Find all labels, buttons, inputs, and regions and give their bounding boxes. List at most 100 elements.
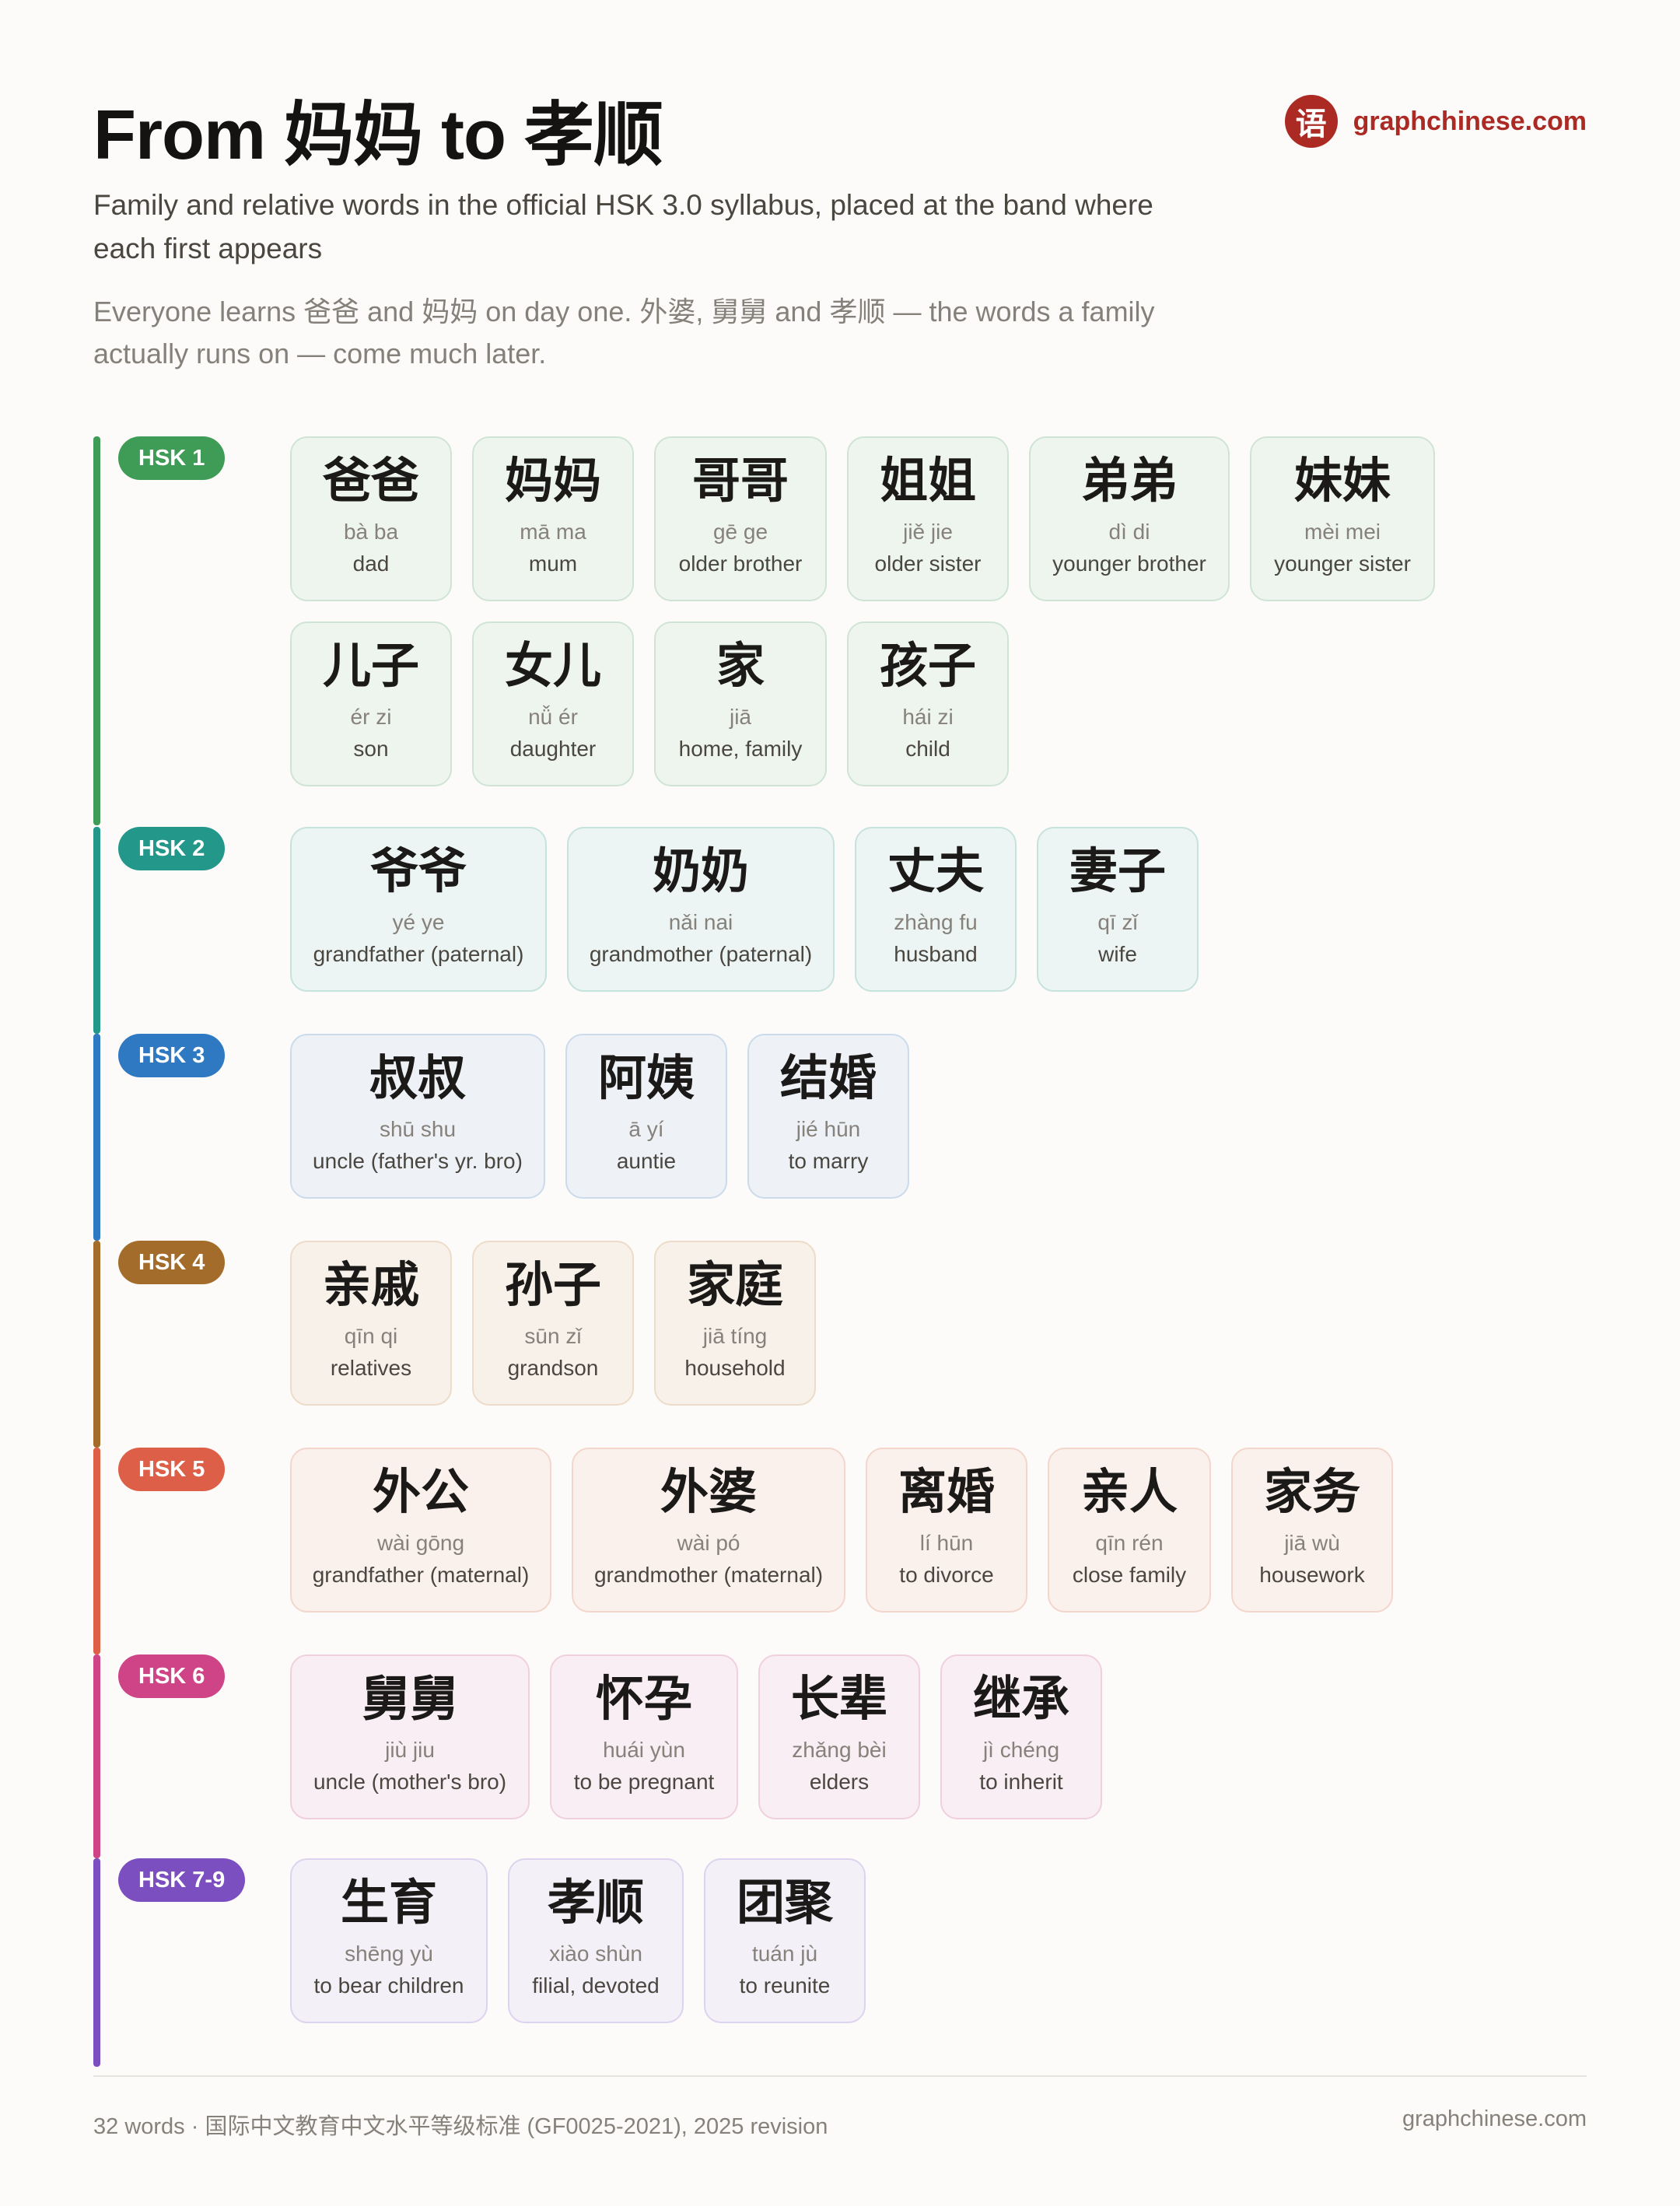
word-meaning: daughter [509, 737, 597, 761]
band-timeline-bar [93, 1034, 100, 1241]
word-meaning: to inherit [979, 1770, 1063, 1794]
word-meaning: grandmother (paternal) [589, 942, 813, 966]
word-meaning: wife [1098, 942, 1137, 966]
word-pinyin: jié hūn [796, 1117, 861, 1141]
band-badge: HSK 6 [118, 1654, 226, 1698]
footer-divider [93, 2075, 1587, 2077]
word-meaning: uncle (mother's bro) [313, 1770, 507, 1794]
word-hanzi: 团聚 [736, 1876, 833, 1930]
word-meaning: mum [528, 552, 578, 576]
word-meaning: child [905, 737, 950, 761]
word-meaning: younger brother [1052, 552, 1206, 576]
word-meaning: dad [352, 552, 390, 576]
word-hanzi: 家务 [1263, 1465, 1360, 1519]
band-badge: HSK 7-9 [118, 1858, 246, 1902]
word-pinyin: qīn rén [1095, 1531, 1164, 1555]
word-card[interactable]: 爷爷 yé ye grandfather (paternal) [290, 827, 547, 992]
footer-site[interactable]: graphchinese.com [1402, 2106, 1587, 2131]
word-card[interactable]: 亲人 qīn rén close family [1048, 1448, 1211, 1612]
word-meaning: home, family [678, 737, 803, 761]
word-hanzi: 生育 [340, 1876, 437, 1930]
word-pinyin: shū shu [379, 1117, 457, 1141]
band-badge: HSK 4 [118, 1241, 226, 1284]
word-hanzi: 丈夫 [887, 845, 984, 898]
word-pinyin: jiā tíng [702, 1324, 768, 1348]
word-pinyin: yé ye [392, 910, 445, 934]
word-meaning: younger sister [1274, 552, 1411, 576]
word-pinyin: zhǎng bèi [792, 1738, 887, 1762]
word-hanzi: 外公 [372, 1465, 469, 1519]
footer-source: 32 words · 国际中文教育中文水平等级标准 (GF0025-2021),… [93, 2114, 828, 2139]
word-meaning: grandson [507, 1356, 599, 1380]
word-pinyin: gē ge [712, 520, 768, 544]
word-hanzi: 爷爷 [369, 845, 467, 898]
word-meaning: housework [1259, 1563, 1365, 1587]
band-badge: HSK 1 [118, 436, 226, 480]
word-pinyin: wài pó [677, 1531, 740, 1555]
word-meaning: close family [1072, 1563, 1187, 1587]
word-pinyin: lí hūn [919, 1531, 974, 1555]
word-hanzi: 叔叔 [369, 1052, 466, 1105]
word-meaning: grandmother (maternal) [593, 1563, 824, 1587]
word-hanzi: 继承 [972, 1672, 1069, 1726]
word-card[interactable]: 家务 jiā wù housework [1231, 1448, 1393, 1612]
word-hanzi: 妻子 [1069, 845, 1166, 898]
word-hanzi: 孙子 [504, 1259, 601, 1312]
word-pinyin: mèi mei [1304, 520, 1381, 544]
word-meaning: older sister [874, 552, 982, 576]
word-meaning: grandfather (paternal) [313, 942, 524, 966]
word-hanzi: 亲人 [1080, 1465, 1178, 1519]
band-timeline-bar [93, 1241, 100, 1448]
word-pinyin: jiā [729, 705, 751, 729]
word-pinyin: ā yí [628, 1117, 664, 1141]
word-hanzi: 离婚 [898, 1465, 995, 1519]
band-badge: HSK 2 [118, 827, 226, 870]
brand-name[interactable]: graphchinese.com [1353, 106, 1587, 136]
word-meaning: to marry [788, 1149, 869, 1173]
word-hanzi: 爸爸 [322, 454, 419, 508]
band-timeline-bar [93, 1448, 100, 1654]
word-pinyin: jiā wù [1284, 1531, 1340, 1555]
band-badge: HSK 5 [118, 1448, 226, 1491]
word-meaning: elders [809, 1770, 870, 1794]
word-meaning: older brother [678, 552, 803, 576]
brand[interactable]: 语 graphchinese.com [1284, 95, 1587, 148]
word-hanzi: 姐姐 [879, 454, 976, 508]
word-pinyin: nǎi nai [668, 910, 733, 934]
